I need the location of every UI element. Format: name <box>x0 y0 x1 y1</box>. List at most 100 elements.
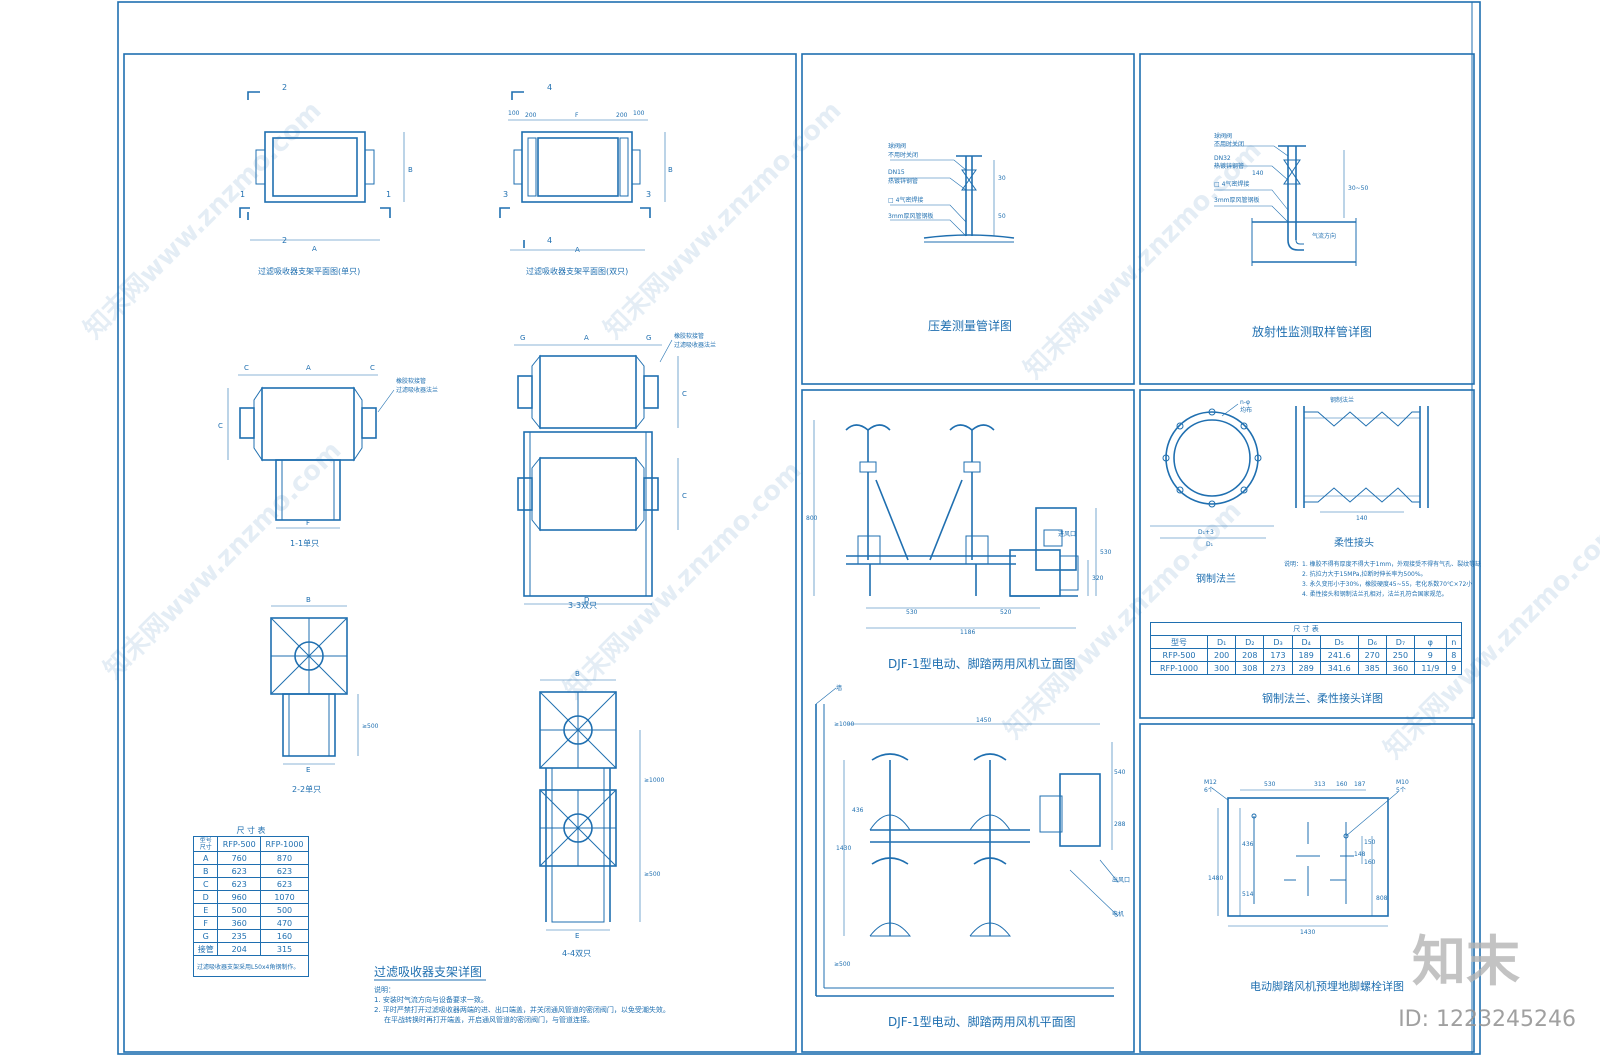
column-header: D₇ <box>1385 635 1416 649</box>
dim-label: G <box>520 334 525 342</box>
cell: 11/9 <box>1414 661 1447 675</box>
dim-label: 1186 <box>960 629 975 636</box>
dim-label: 313 <box>1314 781 1326 788</box>
annotation: 6个 <box>1204 787 1214 794</box>
column-header: D₂ <box>1235 635 1265 649</box>
panel-pressure <box>801 53 1135 385</box>
pressure-pipe-drawing <box>890 155 1015 243</box>
annotation: DN15 <box>888 169 905 176</box>
section-mark: 2 <box>282 83 287 92</box>
dim-label: 540 <box>1114 769 1126 776</box>
cell: 360 <box>217 916 261 930</box>
dim-label: E <box>575 932 579 940</box>
cell: 385 <box>1357 661 1387 675</box>
note: 1. 安装时气流方向与设备要求一致。 <box>374 995 488 1004</box>
table-row: RFP-1000 300 308 273 289 341.6 385 360 1… <box>1149 661 1463 675</box>
cell: 341.6 <box>1319 661 1359 675</box>
cell: 204 <box>217 942 261 956</box>
section-1-1-view <box>227 374 395 529</box>
plan-single-view <box>239 91 405 241</box>
dim-label: 1480 <box>1208 875 1223 882</box>
cell: RFP-1000 <box>1149 661 1209 675</box>
annotation: 橡胶软接管 <box>674 332 704 340</box>
dim-label: 436 <box>1242 841 1254 848</box>
row-key: G <box>192 929 219 943</box>
dim-label: 320 <box>1092 575 1104 582</box>
dim-label: F <box>306 519 310 527</box>
annotation: 热镀锌钢管 <box>1214 162 1244 170</box>
panel-filter <box>123 53 797 1053</box>
dim-label: B <box>408 166 413 174</box>
annotation: 过滤吸收器法兰 <box>396 386 438 394</box>
dim-label: 50 <box>998 213 1006 220</box>
table-corner: 型号尺寸 <box>192 836 219 852</box>
dim-label: 808 <box>1376 895 1388 902</box>
cell: 289 <box>1291 661 1321 675</box>
cell: RFP-500 <box>1149 648 1209 662</box>
view-title: 过滤吸收器支架平面图(双只) <box>526 266 628 276</box>
section-mark: 3 <box>503 190 508 199</box>
view-title: 1-1单只 <box>290 538 319 548</box>
view-title: 4-4双只 <box>562 949 591 958</box>
cell: 360 <box>1385 661 1416 675</box>
panel-title: 过滤吸收器支架详图 <box>374 964 482 979</box>
annotation: M10 <box>1396 779 1409 786</box>
dim-label: 140 <box>1252 170 1264 177</box>
annotation: 进风口 <box>1058 530 1076 538</box>
dim-label: ≥1000 <box>644 777 664 784</box>
annotation: 3mm厚风管钢板 <box>1214 196 1260 204</box>
dim-label: C <box>218 422 223 430</box>
dim-label: 187 <box>1354 781 1366 788</box>
note: 4. 柔性接头和钢制法兰孔相对，法兰孔符合国家规范。 <box>1302 590 1448 598</box>
column-header: D₅ <box>1319 635 1359 649</box>
dim-label: 200 <box>616 112 628 119</box>
cell: 173 <box>1263 648 1293 662</box>
annotation: 不用时关闭 <box>1214 140 1244 148</box>
annotation: 橡胶软接管 <box>396 377 426 385</box>
panel-title: 压差测量管详图 <box>928 318 1012 333</box>
section-2-2-view <box>270 605 359 765</box>
section-mark: 1 <box>386 190 391 199</box>
annotation: 墙 <box>836 684 842 692</box>
panel-subtitle: 钢制法兰 <box>1196 572 1236 585</box>
cell: 160 <box>260 929 309 943</box>
annotation: 球阀阀 <box>1214 132 1232 140</box>
dim-label: 514 <box>1242 891 1254 898</box>
brand-logo: 知末 <box>1412 930 1520 993</box>
column-header: D₄ <box>1291 635 1321 649</box>
row-key: E <box>192 903 219 917</box>
dim-label: A <box>312 245 317 253</box>
section-mark: 1 <box>240 190 245 199</box>
dim-label: 30~50 <box>1348 185 1368 192</box>
row-key: D <box>192 890 219 904</box>
annotation: 5个 <box>1396 787 1406 794</box>
column-header: 型号 <box>1149 635 1209 649</box>
dim-label: D₁ <box>1206 541 1214 548</box>
column-header: D₁ <box>1207 635 1237 649</box>
dim-label: A <box>306 364 311 372</box>
annotation: □ 4气密焊接 <box>888 196 923 204</box>
dim-label: D₁+3 <box>1198 529 1214 536</box>
column-header: D₃ <box>1263 635 1293 649</box>
annotation: 出风口 <box>1112 876 1130 884</box>
dim-label: 530 <box>1264 781 1276 788</box>
column-header: RFP-1000 <box>260 836 309 852</box>
cell: 500 <box>217 903 261 917</box>
panel-title: 放射性监测取样管详图 <box>1252 324 1372 339</box>
annotation: 球阀阀 <box>888 142 906 150</box>
annotation: DN32 <box>1214 155 1231 162</box>
note: 2. 抗拉力大于15MPa,拉断时伸长率为500%。 <box>1302 570 1427 578</box>
annotation: 过滤吸收器法兰 <box>674 341 716 349</box>
outer-frame <box>117 1 1481 1055</box>
column-header: n <box>1445 635 1463 649</box>
dim-label: 160 <box>1364 859 1376 866</box>
annotation: M12 <box>1204 779 1217 786</box>
cell: 315 <box>260 942 309 956</box>
annotation: n-φ <box>1240 399 1250 406</box>
